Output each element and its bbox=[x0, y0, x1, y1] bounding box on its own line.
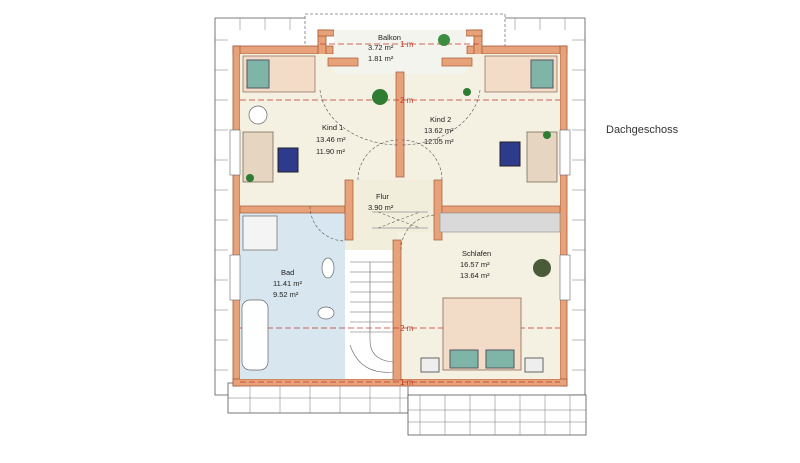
staircase bbox=[349, 211, 428, 373]
room-name: Kind 1 bbox=[322, 123, 343, 132]
room-name: Schlafen bbox=[462, 249, 491, 258]
room-area: 16.57 m² bbox=[460, 260, 490, 269]
room-label-kind1: Kind 1 13.46 m² 11.90 m² bbox=[316, 123, 346, 156]
room-name: Balkon bbox=[378, 33, 401, 42]
windows bbox=[229, 129, 571, 301]
room-label-bad: Bad 11.41 m² 9.52 m² bbox=[273, 268, 303, 299]
room-label-balkon: Balkon 3.72 m² 1.81 m² bbox=[368, 33, 401, 63]
room-area: 9.52 m² bbox=[273, 290, 299, 299]
desk-kind1 bbox=[242, 131, 299, 183]
plants bbox=[246, 34, 551, 277]
room-area: 11.90 m² bbox=[316, 147, 346, 156]
bed-schlafen bbox=[420, 297, 544, 373]
room-area: 13.62 m² bbox=[424, 126, 454, 135]
height-mark: 2 m bbox=[400, 96, 414, 105]
interior-walls bbox=[239, 57, 561, 381]
bathroom-fixtures bbox=[241, 105, 335, 371]
room-name: Bad bbox=[281, 268, 294, 277]
room-area: 3.72 m² bbox=[368, 43, 394, 52]
room-name: Flur bbox=[376, 192, 389, 201]
room-name: Kind 2 bbox=[430, 115, 451, 124]
height-mark: 1 m bbox=[400, 378, 414, 387]
door-swings bbox=[309, 89, 481, 251]
roof-tiles bbox=[215, 18, 586, 435]
room-label-kind2: Kind 2 13.62 m² 12.05 m² bbox=[424, 115, 454, 146]
plan-title: Dachgeschoss bbox=[606, 124, 679, 136]
room-area: 3.90 m² bbox=[368, 203, 394, 212]
bed-kind2 bbox=[484, 55, 558, 93]
desk-kind2 bbox=[499, 131, 558, 183]
bed-kind1 bbox=[242, 55, 316, 93]
room-label-flur: Flur 3.90 m² bbox=[368, 192, 394, 212]
room-area: 13.46 m² bbox=[316, 135, 346, 144]
room-area: 12.05 m² bbox=[424, 137, 454, 146]
room-area: 11.41 m² bbox=[273, 279, 303, 288]
room-area: 13.64 m² bbox=[460, 271, 490, 280]
room-area: 1.81 m² bbox=[368, 54, 394, 63]
height-mark: 1 m bbox=[400, 40, 414, 49]
height-mark: 2 m bbox=[400, 324, 414, 333]
room-label-schlafen: Schlafen 16.57 m² 13.64 m² bbox=[460, 249, 491, 280]
